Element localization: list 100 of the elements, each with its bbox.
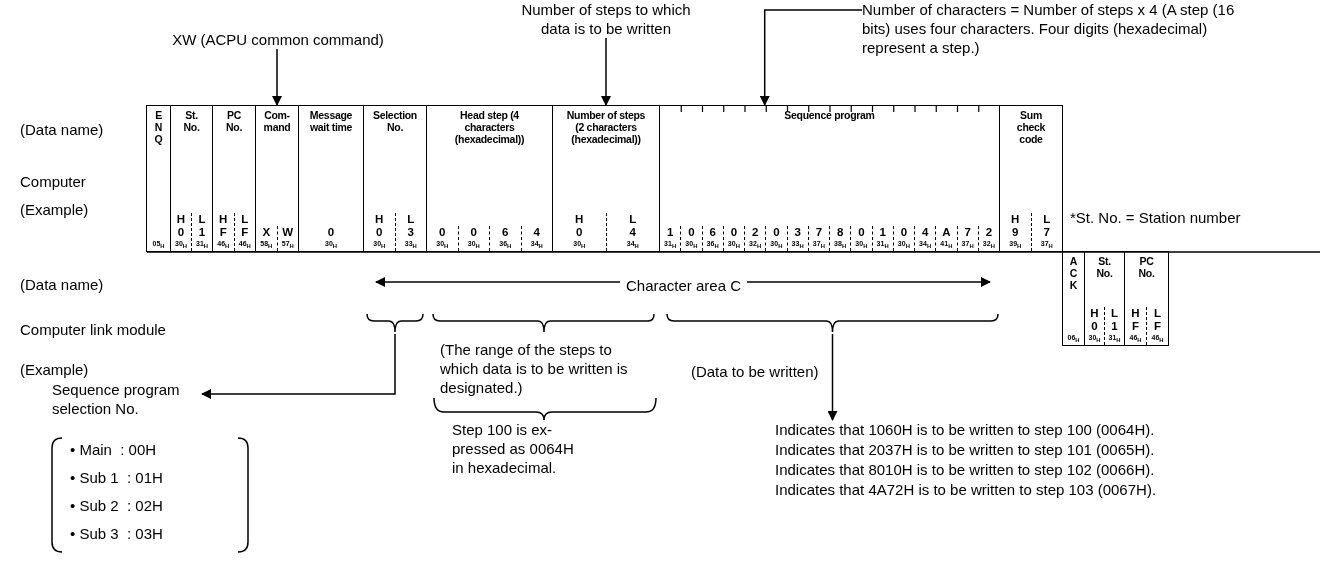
example-character: 0 [730,225,738,239]
example-character: L [1154,306,1161,320]
annotation-text: (The range of the steps to which data is to be written is designated.) [440,340,640,397]
example-character: 2 [985,225,993,239]
example-character: 1 [879,225,886,239]
field-name: St. No. [1095,255,1114,279]
example-character: 0 [1091,319,1098,333]
field-name: Com- mand [262,109,292,133]
annotation-text: Number of steps to which data is to be written [506,0,706,38]
row-label: Computer link module [20,320,166,339]
note-text: Indicates that 2037H is to be written to step 101 (0065H). [775,440,1156,460]
annotation-text: XW (ACPU common command) [150,30,406,49]
annotation-text: Sequence program selection No. [52,380,202,418]
annotation-text: Number of characters = Number of steps x 4 (A step (16 bits) uses four characters. Four digits (hexadecimal) represent a step.) [862,0,1262,57]
example-character: L [407,212,415,226]
example-character: A [942,225,951,239]
example-character: H [176,212,186,226]
example-character: W [282,225,294,239]
example-character: 0 [688,225,695,239]
field-name: ACK [1069,255,1078,291]
example-character: 0 [576,225,583,239]
list-item: • Sub 2 : 02H [70,496,163,515]
arrow [272,48,282,106]
frame-field [426,105,553,252]
frame-field [999,105,1063,252]
example-character: 0 [900,225,908,239]
example-character: H [1131,306,1140,320]
example-character: H [375,212,384,226]
example-character: L [1043,212,1051,226]
list-item: • Sub 1 : 01H [70,468,163,487]
example-character: 6 [709,225,716,239]
frame-field [659,105,1000,252]
row-label: (Data name) [20,120,104,139]
frame-field [212,105,256,252]
frame-field [363,105,427,252]
example-character: L [198,212,206,226]
example-character: 0 [470,225,477,239]
field-name: ENQ [154,109,163,145]
frame-field [146,105,171,252]
arrow [201,333,396,399]
example-character: F [219,225,227,239]
example-character: 3 [407,225,414,239]
example-character: 4 [533,225,540,239]
example-character: 0 [858,225,865,239]
field-name: St. No. [182,109,201,133]
field-name: PC No. [225,109,243,133]
field-name: Sum check code [1015,109,1047,145]
example-character: 8 [836,225,844,239]
example-character: 2 [751,225,759,239]
row-label: Computer [20,172,86,191]
example-character: 0 [773,225,780,239]
example-character: F [241,225,249,239]
frame-field [170,105,213,252]
example-character: 6 [502,225,509,239]
note-text: Indicates that 4A72H is to be written to step 103 (0067H). [775,480,1158,500]
example-character: F [1154,319,1161,333]
example-character: 7 [815,225,823,239]
example-character: H [575,212,584,226]
example-character: 7 [1043,225,1050,239]
note-text: Indicates that 8010H is to be written to step 102 (0066H). [775,460,1156,480]
brace-bracket [666,314,999,334]
example-character: 0 [376,225,383,239]
frame-field [255,105,299,252]
example-character: 0 [439,225,446,239]
example-character: 0 [177,225,185,239]
example-character: 1 [198,225,206,239]
example-character: X [262,225,271,239]
field-name: Selection No. [372,109,418,133]
note-text: Indicates that 1060H is to be written to step 100 (0064H). [775,420,1156,440]
field-name: PC No. [1137,255,1156,279]
frame-field [1062,251,1085,346]
example-character: L [1111,306,1118,320]
example-character: 4 [629,225,636,239]
example-character: L [241,212,249,226]
row-label: (Example) [20,360,89,379]
row-label: (Data name) [20,275,104,294]
field-name: Number of steps (2 characters (hexadecimal)) [566,109,646,145]
row-label: (Example) [20,200,89,219]
arrow [601,37,611,106]
frame-field [1084,251,1125,346]
field-name: Sequence program [783,109,876,121]
example-character: F [1132,319,1139,333]
frame-field [552,105,660,252]
example-character: 1 [666,225,674,239]
arrow [759,9,863,106]
note-text: *St. No. = Station number [1070,208,1241,227]
example-character: 1 [1111,319,1118,333]
example-character: H [1090,306,1099,320]
list-item: • Main : 00H [70,440,157,459]
field-name: Message wait time [308,109,354,133]
list-item: • Sub 3 : 03H [70,524,163,543]
example-character: 4 [921,225,929,239]
frame-field [1124,251,1169,346]
example-character: 3 [794,225,801,239]
example-character: H [1011,212,1020,226]
field-name: Head step (4 characters (hexadecimal)) [453,109,526,145]
arrow [827,333,838,421]
example-character: 0 [327,225,335,239]
example-character: 7 [964,225,971,239]
brace-bracket [366,314,424,334]
